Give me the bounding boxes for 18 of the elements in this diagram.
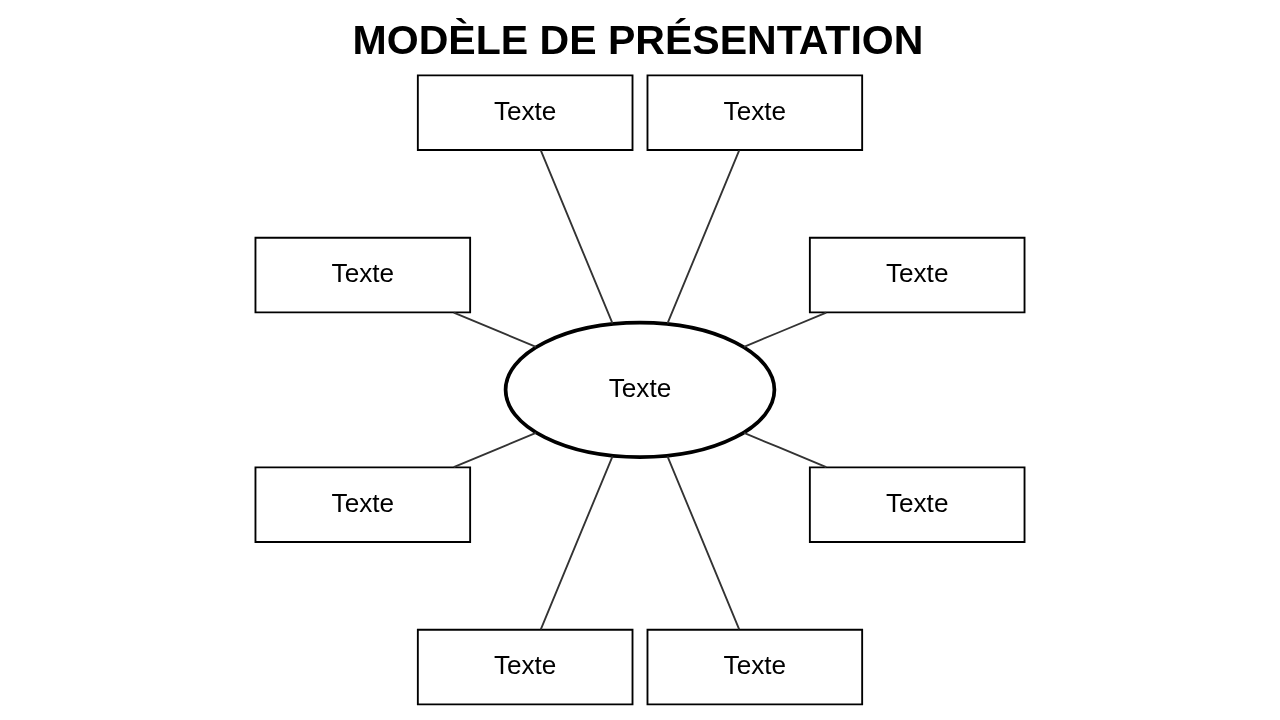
node-box: Texte xyxy=(416,628,634,706)
connector xyxy=(666,455,741,631)
connector xyxy=(743,311,828,348)
connector xyxy=(452,311,537,348)
node-box: Texte xyxy=(254,236,472,314)
node-box: Texte xyxy=(646,74,864,151)
connector xyxy=(666,149,741,325)
node-box: Texte xyxy=(808,236,1026,314)
diagram-title: MODÈLE DE PRÉSENTATION xyxy=(352,17,924,64)
node-box: Texte xyxy=(646,628,864,706)
node-box: Texte xyxy=(254,466,472,543)
connector xyxy=(539,455,614,631)
connector xyxy=(539,149,614,325)
connector xyxy=(743,432,828,468)
node-box: Texte xyxy=(416,74,634,151)
connector xyxy=(452,432,537,468)
node-box: Texte xyxy=(808,466,1026,543)
node-ellipse: Texte xyxy=(503,320,777,459)
